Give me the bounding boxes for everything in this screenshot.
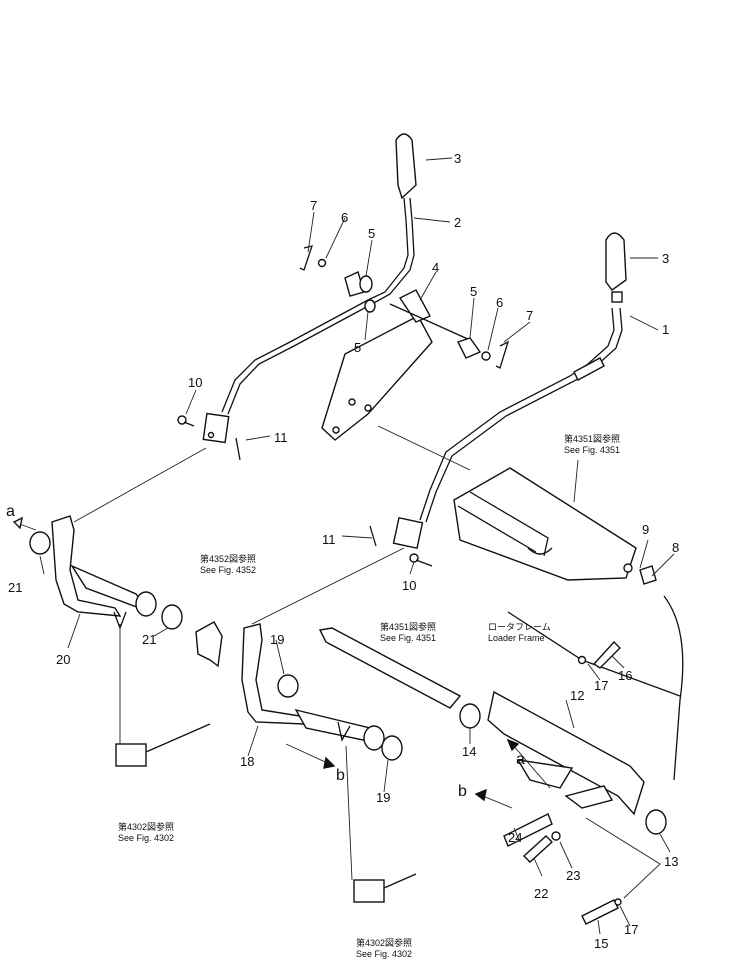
ref-4351-top-jp: 第4351図参照 [564,433,620,444]
label-part-14: 14 [462,744,476,759]
label-part-3-top: 3 [454,151,461,166]
label-part-15: 15 [594,936,608,951]
label-part-4: 4 [432,260,439,275]
knob-right [605,232,627,291]
label-part-13: 13 [664,854,678,869]
label-part-6-left: 6 [341,210,348,225]
ref-loader-frame-jp: ロータフレーム [488,622,551,632]
loader-frame [487,595,684,835]
label-part-17-bottom: 17 [624,922,638,937]
pedal-assembly-18 [241,623,403,761]
label-part-9: 9 [642,522,649,537]
ref-loader-frame-en: Loader Frame [488,633,545,643]
arrow-label-b-right: b [458,783,467,800]
label-part-7-right: 7 [526,308,533,323]
label-part-16: 16 [618,668,632,683]
label-part-10-mid: 10 [402,578,416,593]
lever-rod-2 [221,197,409,413]
label-part-18: 18 [240,754,254,769]
label-part-19-bottom: 19 [376,790,390,805]
lever-assembly-left [202,133,417,444]
label-part-22: 22 [534,886,548,901]
ref-4351-mid-jp: 第4351図参照 [380,621,436,632]
label-part-6-right: 6 [496,295,503,310]
label-part-24: 24 [508,830,522,845]
ref-4352-jp: 第4352図参照 [200,553,256,564]
label-part-8: 8 [672,540,679,555]
cover-plate [453,467,657,585]
label-part-5-mid: 5 [354,340,361,355]
lever-rod-1 [419,307,615,521]
ref-4351-mid-en: See Fig. 4351 [380,633,436,643]
ref-4302-left-en: See Fig. 4302 [118,833,174,843]
label-part-12: 12 [570,688,584,703]
label-part-20: 20 [56,652,70,667]
label-part-17-top: 17 [594,678,608,693]
lever-assembly-right [392,232,627,550]
label-part-11-mid: 11 [322,532,336,547]
label-part-3-right: 3 [662,251,669,266]
pivot-pins-upper [299,245,376,313]
ref-4302-bottom-en: See Fig. 4302 [356,949,412,959]
pedal-assembly-20 [29,515,183,630]
label-part-21-mid: 21 [142,632,156,647]
label-part-7-left: 7 [310,198,317,213]
ref-4302-left-jp: 第4302図参照 [118,821,174,832]
label-part-1: 1 [662,322,669,337]
label-part-10-top: 10 [188,375,202,390]
label-part-5-top: 5 [368,226,375,241]
knob-left [395,133,417,200]
ref-4302-bottom-jp: 第4302図参照 [356,937,412,948]
ref-4351-top-en: See Fig. 4351 [564,445,620,455]
arrow-label-a-left: a [6,503,15,520]
label-part-21-left: 21 [8,580,22,595]
ref-4352-en: See Fig. 4352 [200,565,256,575]
label-part-19-top: 19 [270,632,284,647]
arrow-label-a-right: a [516,751,525,768]
label-part-5-right: 5 [470,284,477,299]
label-part-11-top: 11 [274,430,288,445]
label-part-23: 23 [566,868,580,883]
bracket-4 [321,289,510,441]
arrow-label-b-mid: b [336,767,345,784]
label-part-2: 2 [454,215,461,230]
